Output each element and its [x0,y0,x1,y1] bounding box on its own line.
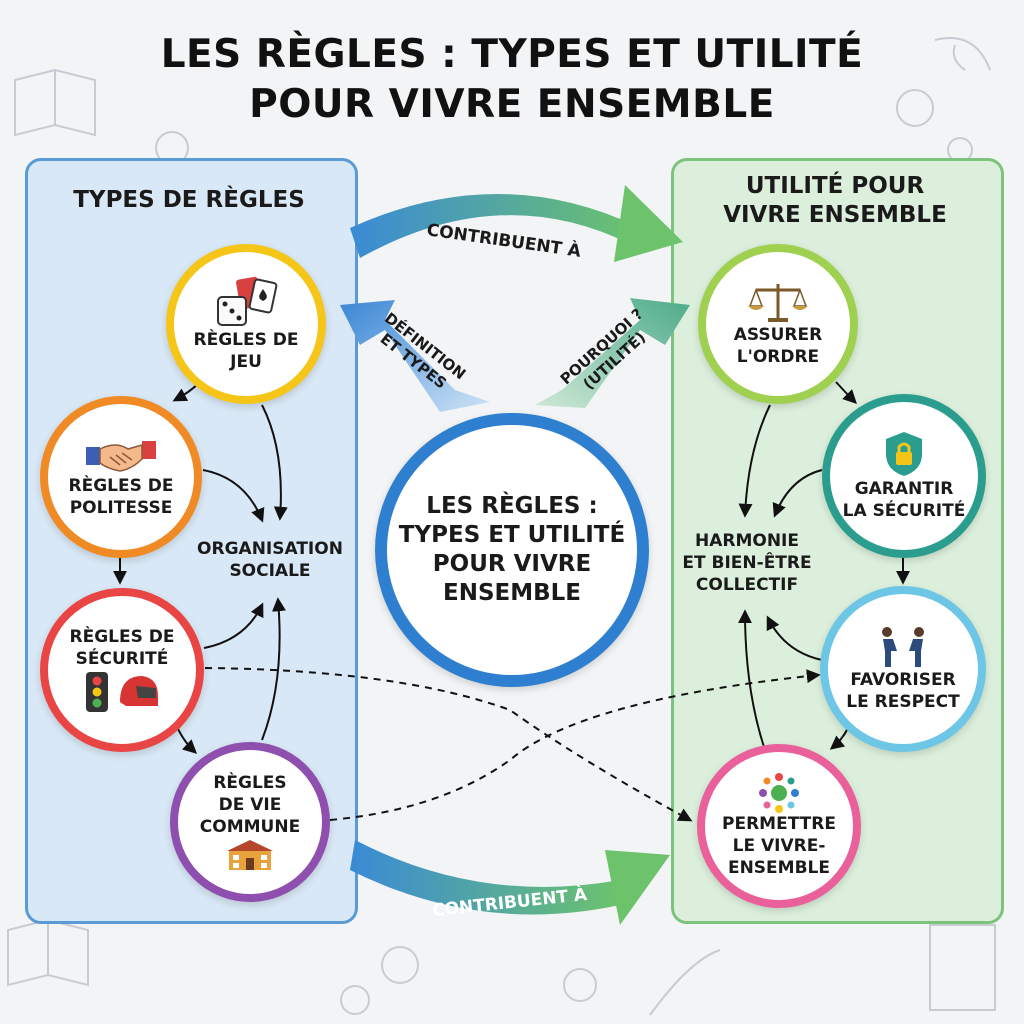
node-regles-securite-label: RÈGLES DE SÉCURITÉ [69,627,175,669]
dashed-link-securite-vivre [204,667,693,822]
central-node: LES RÈGLES : TYPES ET UTILITÉ POUR VIVRE… [375,413,649,687]
book-icon [14,68,96,137]
arrow-securite-organisation [203,602,264,649]
leaf-icon [649,949,721,1016]
arrow-ordre-harmonie [738,404,771,518]
node-garantir-securite-label: GARANTIR LA SÉCURITÉ [842,479,966,521]
top-contribute-arrowhead [614,185,683,262]
arrow-respect-vivre [829,727,849,750]
gear-icon [381,946,419,984]
traffic-light-helmet-icon [86,672,158,712]
definition-arrow [340,300,490,412]
top-contribute-arrow [350,194,640,258]
school-building-icon [227,840,273,870]
organisation-sociale-hub: ORGANISATION SOCIALE [197,539,343,581]
why-arrow [535,298,690,408]
arrow-securite-harmonie [772,469,823,518]
node-regles-jeu-label: RÈGLES DE JEU [193,330,299,372]
gear-icon [896,89,934,127]
node-regles-politesse-label: RÈGLES DE POLITESSE [68,476,174,518]
central-node-label: LES RÈGLES : TYPES ET UTILITÉ POUR VIVRE… [398,493,626,606]
bottom-contribute-arrow [350,840,620,915]
arrow-vivre-harmonie [738,609,766,751]
arrow-vie-organisation [261,597,286,741]
page-title: LES RÈGLES : TYPES ET UTILITÉ POUR VIVRE… [160,32,864,127]
notebook-icon [929,924,996,1011]
node-permettre-vivre-ensemble-label: PERMETTRE LE VIVRE- ENSEMBLE [722,814,836,878]
node-regles-vie-commune-label: RÈGLES DE VIE COMMUNE [199,773,301,837]
node-regles-jeu: RÈGLES DE JEU [166,244,326,404]
arrow-respect-harmonie [766,615,823,661]
arrow-jeu-organisation [261,404,288,521]
node-regles-politesse: RÈGLES DE POLITESSE [40,396,202,558]
node-assurer-ordre: ASSURER L'ORDRE [698,244,858,404]
types-panel-title: TYPES DE RÈGLES [73,187,305,213]
node-regles-vie-commune: RÈGLES DE VIE COMMUNE [170,742,330,902]
shield-lock-icon [886,432,922,476]
node-favoriser-respect-label: FAVORISER LE RESPECT [846,670,960,712]
dice-cards-icon [217,276,278,326]
gear-icon [340,985,370,1015]
gear-icon [563,968,597,1002]
harmonie-hub: HARMONIE ET BIEN-ÊTRE COLLECTIF [682,531,812,595]
arrow-ordre-securite [835,381,857,404]
node-favoriser-respect: FAVORISER LE RESPECT [820,586,986,752]
node-garantir-securite: GARANTIR LA SÉCURITÉ [822,394,986,558]
utility-panel-title: UTILITÉ POUR VIVRE ENSEMBLE [723,173,947,228]
handshake-icon [86,441,156,472]
node-permettre-vivre-ensemble: PERMETTRE LE VIVRE- ENSEMBLE [697,744,861,908]
bowing-people-icon [882,627,924,667]
node-regles-securite: RÈGLES DE SÉCURITÉ [40,588,204,752]
community-icon [759,773,799,813]
scales-icon [748,284,808,322]
bottom-contribute-arrowhead [605,850,670,925]
leaf-icon [934,37,991,71]
arrow-politesse-organisation [202,469,265,523]
node-assurer-ordre-label: ASSURER L'ORDRE [733,325,823,367]
